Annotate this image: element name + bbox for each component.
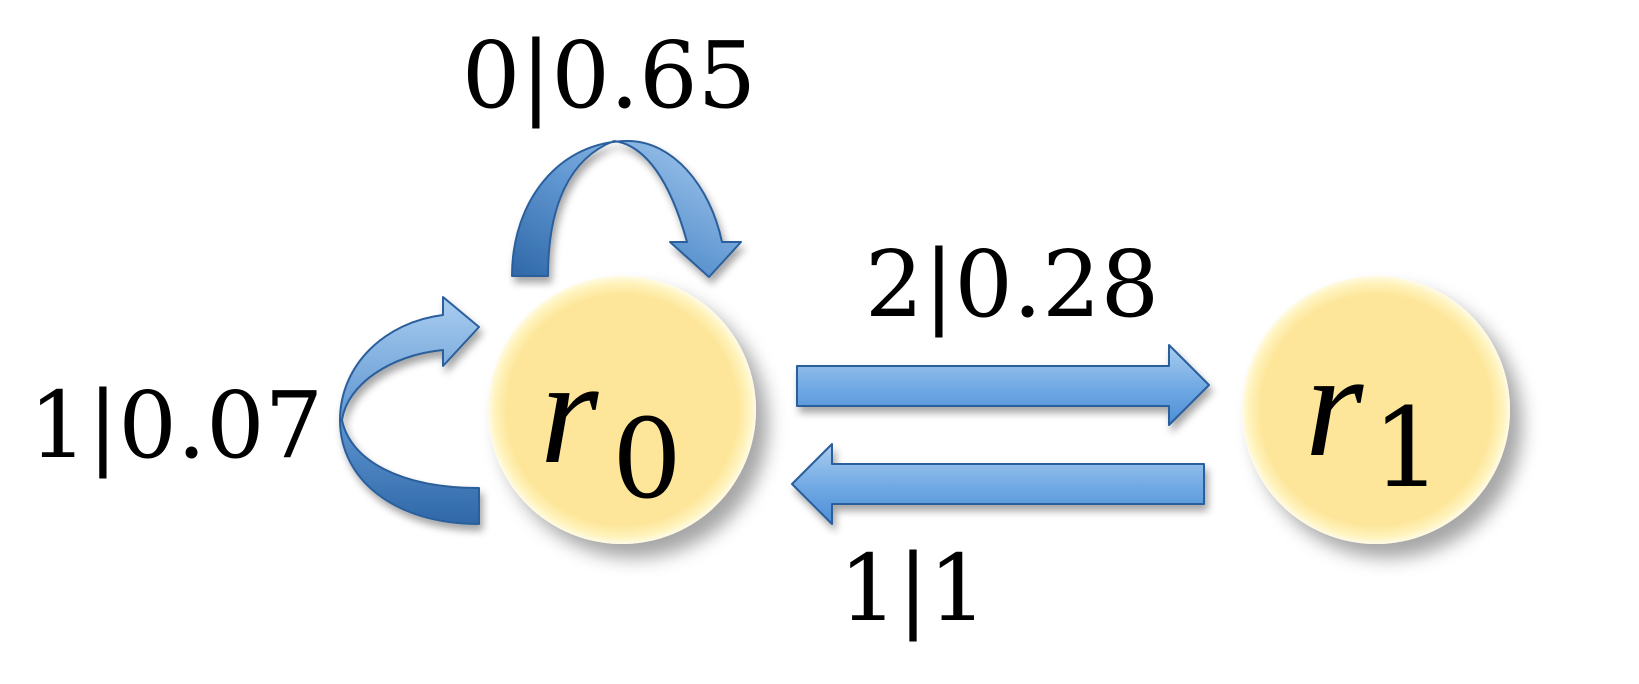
edge-label-r1-to-r0: 1|1 (839, 535, 987, 642)
edge-label-self-loop-top: 0|0.65 (462, 22, 756, 129)
state-node-r0: r 0 (488, 276, 756, 544)
state-node-r1: r 1 (1242, 276, 1510, 544)
self-loop-left-arrow (339, 296, 480, 525)
state-r1-subscript: 1 (1372, 384, 1442, 512)
edge-label-self-loop-left: 1|0.07 (29, 372, 323, 479)
state-r0-symbol: r (540, 329, 599, 495)
self-loop-top-arrow (511, 140, 742, 278)
state-r0-subscript: 0 (612, 395, 682, 523)
transition-arrow-r1-to-r0 (791, 443, 1205, 525)
edge-label-r0-to-r1: 2|0.28 (865, 231, 1159, 338)
state-r1-symbol: r (1305, 322, 1364, 488)
transition-arrow-r0-to-r1 (796, 344, 1210, 426)
